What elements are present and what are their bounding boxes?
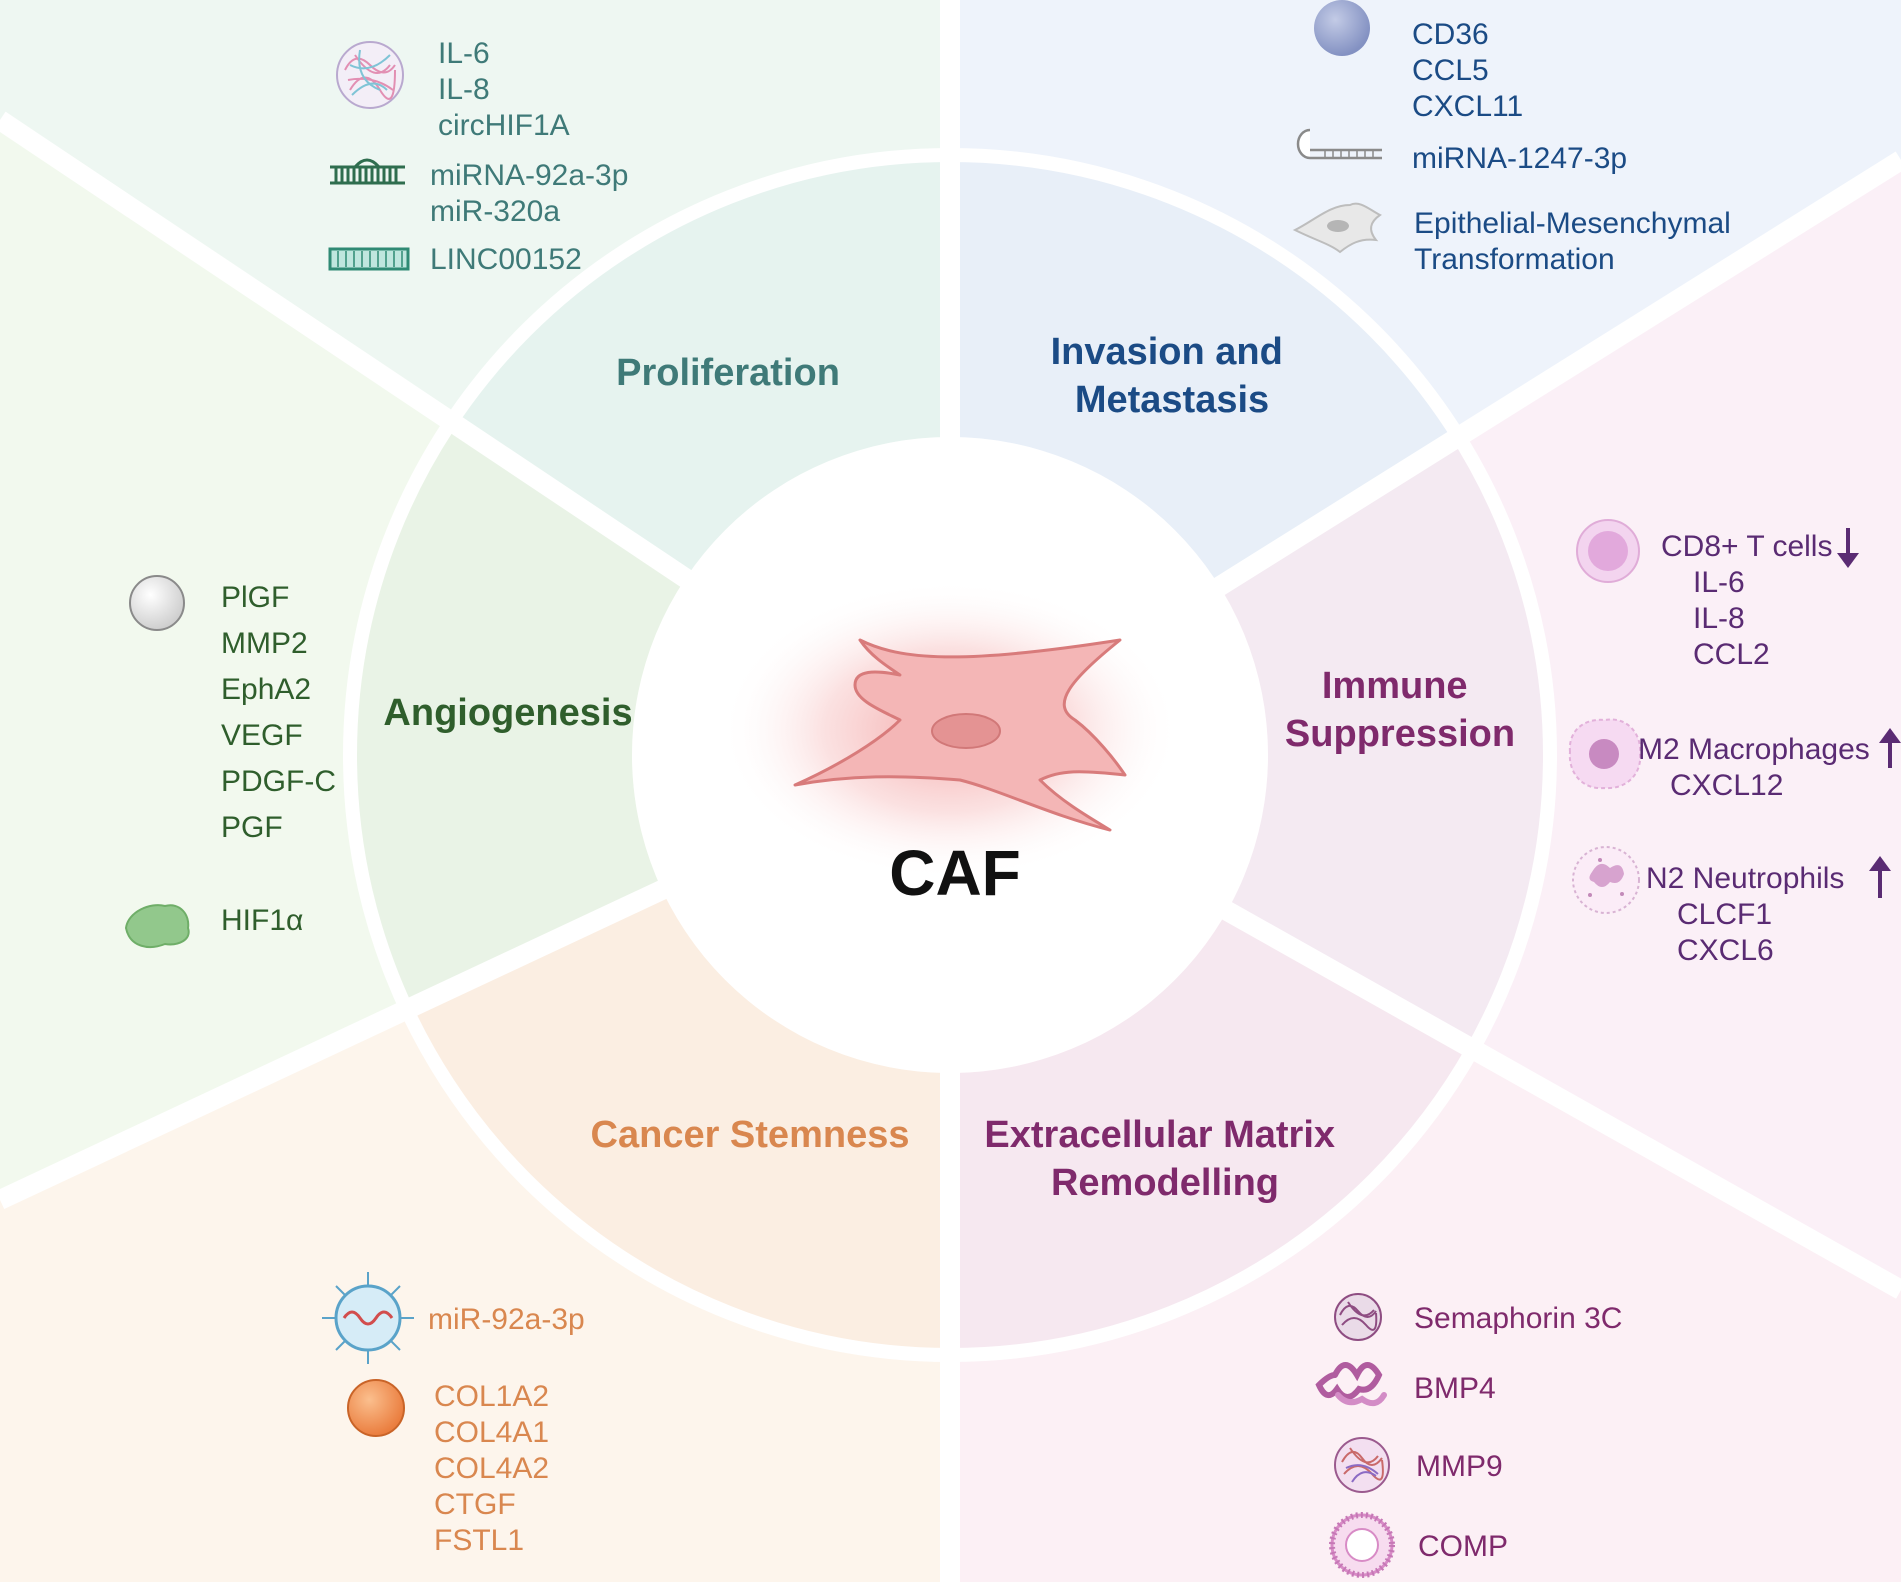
proliferation-ring-segment (451, 155, 950, 579)
protein-aggregate-icon (1334, 1437, 1390, 1493)
proliferation-items: IL-6 IL-8 circHIF1A miRNA-92a-3p miR-320… (328, 37, 628, 276)
ecm-item: MMP9 (1416, 1450, 1503, 1483)
immune-item: IL-6 (1693, 566, 1745, 599)
macrophage-icon (1568, 718, 1642, 790)
invasion-title: Invasion and Metastasis (1051, 331, 1294, 421)
invasion-item: CCL5 (1412, 54, 1489, 87)
invasion-title-line-1: Invasion and (1051, 331, 1283, 373)
angiogenesis-item: HIF1α (221, 904, 303, 937)
immune-title-line-2: Suppression (1285, 713, 1515, 755)
invasion-item: CXCL11 (1412, 90, 1523, 123)
stemness-item: COL1A2 (434, 1380, 549, 1413)
immune-title: Immune Suppression (1285, 665, 1515, 755)
ecm-title-line-1: Extracellular Matrix (984, 1114, 1335, 1156)
white-sphere-icon (129, 575, 185, 631)
caf-cell-icon (720, 580, 1180, 880)
immune-ring-segment (1219, 437, 1551, 1048)
stemness-item: FSTL1 (434, 1524, 524, 1557)
invasion-item: CD36 (1412, 18, 1489, 51)
angiogenesis-title: Angiogenesis (383, 692, 632, 734)
ecm-item: Semaphorin 3C (1414, 1302, 1622, 1335)
t-cell-icon (1576, 519, 1640, 583)
ecm-item: COMP (1418, 1530, 1508, 1563)
ring-protein-icon (1329, 1512, 1395, 1578)
up-arrow-icon (1879, 728, 1901, 768)
invasion-item: miRNA-1247-3p (1412, 142, 1627, 175)
protein-aggregate-icon (1334, 1293, 1382, 1341)
invasion-ring-segment (950, 155, 1459, 587)
mesenchymal-cell-icon (1292, 202, 1382, 254)
ecm-item: BMP4 (1414, 1372, 1496, 1405)
ecm-title: Extracellular Matrix Remodelling (984, 1114, 1345, 1204)
stemness-item: CTGF (434, 1488, 516, 1521)
immune-item: IL-8 (1693, 602, 1745, 635)
ecm-ring-segment (950, 910, 1474, 1355)
immune-item: CXCL12 (1670, 769, 1783, 802)
immune-item: CXCL6 (1677, 934, 1774, 967)
invasion-item: Transformation (1414, 243, 1615, 276)
stemness-item: miR-92a-3p (428, 1303, 585, 1336)
angiogenesis-items: PlGF MMP2 EphA2 VEGF PDGF-C PGF HIF1α (124, 575, 336, 948)
angiogenesis-item: PGF (221, 811, 283, 844)
segment-ring (349, 155, 1551, 1355)
orange-sphere-icon (347, 1379, 405, 1437)
angiogenesis-ring-segment (349, 421, 686, 1010)
mirna-hairpin-icon (330, 158, 405, 185)
coiled-protein-icon (1315, 1362, 1387, 1407)
proliferation-title: Proliferation (616, 352, 840, 394)
up-arrow-icon (1869, 856, 1891, 898)
immune-item: CCL2 (1693, 638, 1770, 671)
angiogenesis-item: MMP2 (221, 627, 308, 660)
immune-item: N2 Neutrophils (1646, 862, 1844, 895)
mirna-hairpin-icon (1296, 128, 1382, 160)
angiogenesis-item: PDGF-C (221, 765, 336, 798)
stemness-ring-segment (406, 889, 951, 1355)
ring-outer-outline (343, 148, 1557, 1362)
proliferation-item: circHIF1A (438, 109, 570, 142)
proliferation-item: LINC00152 (430, 243, 582, 276)
stemness-item: COL4A2 (434, 1452, 549, 1485)
proliferation-item: IL-8 (438, 73, 490, 106)
angiogenesis-item: VEGF (221, 719, 303, 752)
exosome-icon (322, 1272, 414, 1364)
proliferation-item: miR-320a (430, 195, 560, 228)
double-strand-rna-icon (328, 247, 410, 271)
stemness-title: Cancer Stemness (591, 1114, 910, 1156)
immune-items: CD8+ T cells IL-6 IL-8 CCL2 M2 Macrophag… (1568, 519, 1901, 967)
stemness-items: miR-92a-3p COL1A2 COL4A1 COL4A2 CTGF FST… (322, 1272, 585, 1557)
angiogenesis-item: EphA2 (221, 673, 311, 706)
blue-sphere-icon (1314, 0, 1370, 56)
immune-item: CD8+ T cells (1661, 530, 1832, 563)
down-arrow-icon (1837, 528, 1859, 568)
center-label: CAF (889, 837, 1021, 909)
invasion-items: CD36 CCL5 CXCL11 miRNA-1247-3p Epithelia… (1292, 0, 1731, 276)
immune-item: M2 Macrophages (1638, 733, 1870, 766)
proliferation-item: miRNA-92a-3p (430, 159, 628, 192)
neutrophil-icon (1572, 846, 1640, 914)
protein-aggregate-icon (336, 41, 404, 109)
immune-item: CLCF1 (1677, 898, 1772, 931)
proliferation-item: IL-6 (438, 37, 490, 70)
green-blob-icon (124, 904, 190, 948)
angiogenesis-item: PlGF (221, 581, 289, 614)
ecm-title-line-2: Remodelling (1051, 1162, 1279, 1204)
invasion-title-line-2: Metastasis (1075, 379, 1269, 421)
ecm-items: Semaphorin 3C BMP4 MMP9 COMP (1315, 1293, 1622, 1578)
immune-title-line-1: Immune (1322, 665, 1468, 707)
stemness-item: COL4A1 (434, 1416, 549, 1449)
invasion-item: Epithelial-Mesenchymal (1414, 207, 1731, 240)
